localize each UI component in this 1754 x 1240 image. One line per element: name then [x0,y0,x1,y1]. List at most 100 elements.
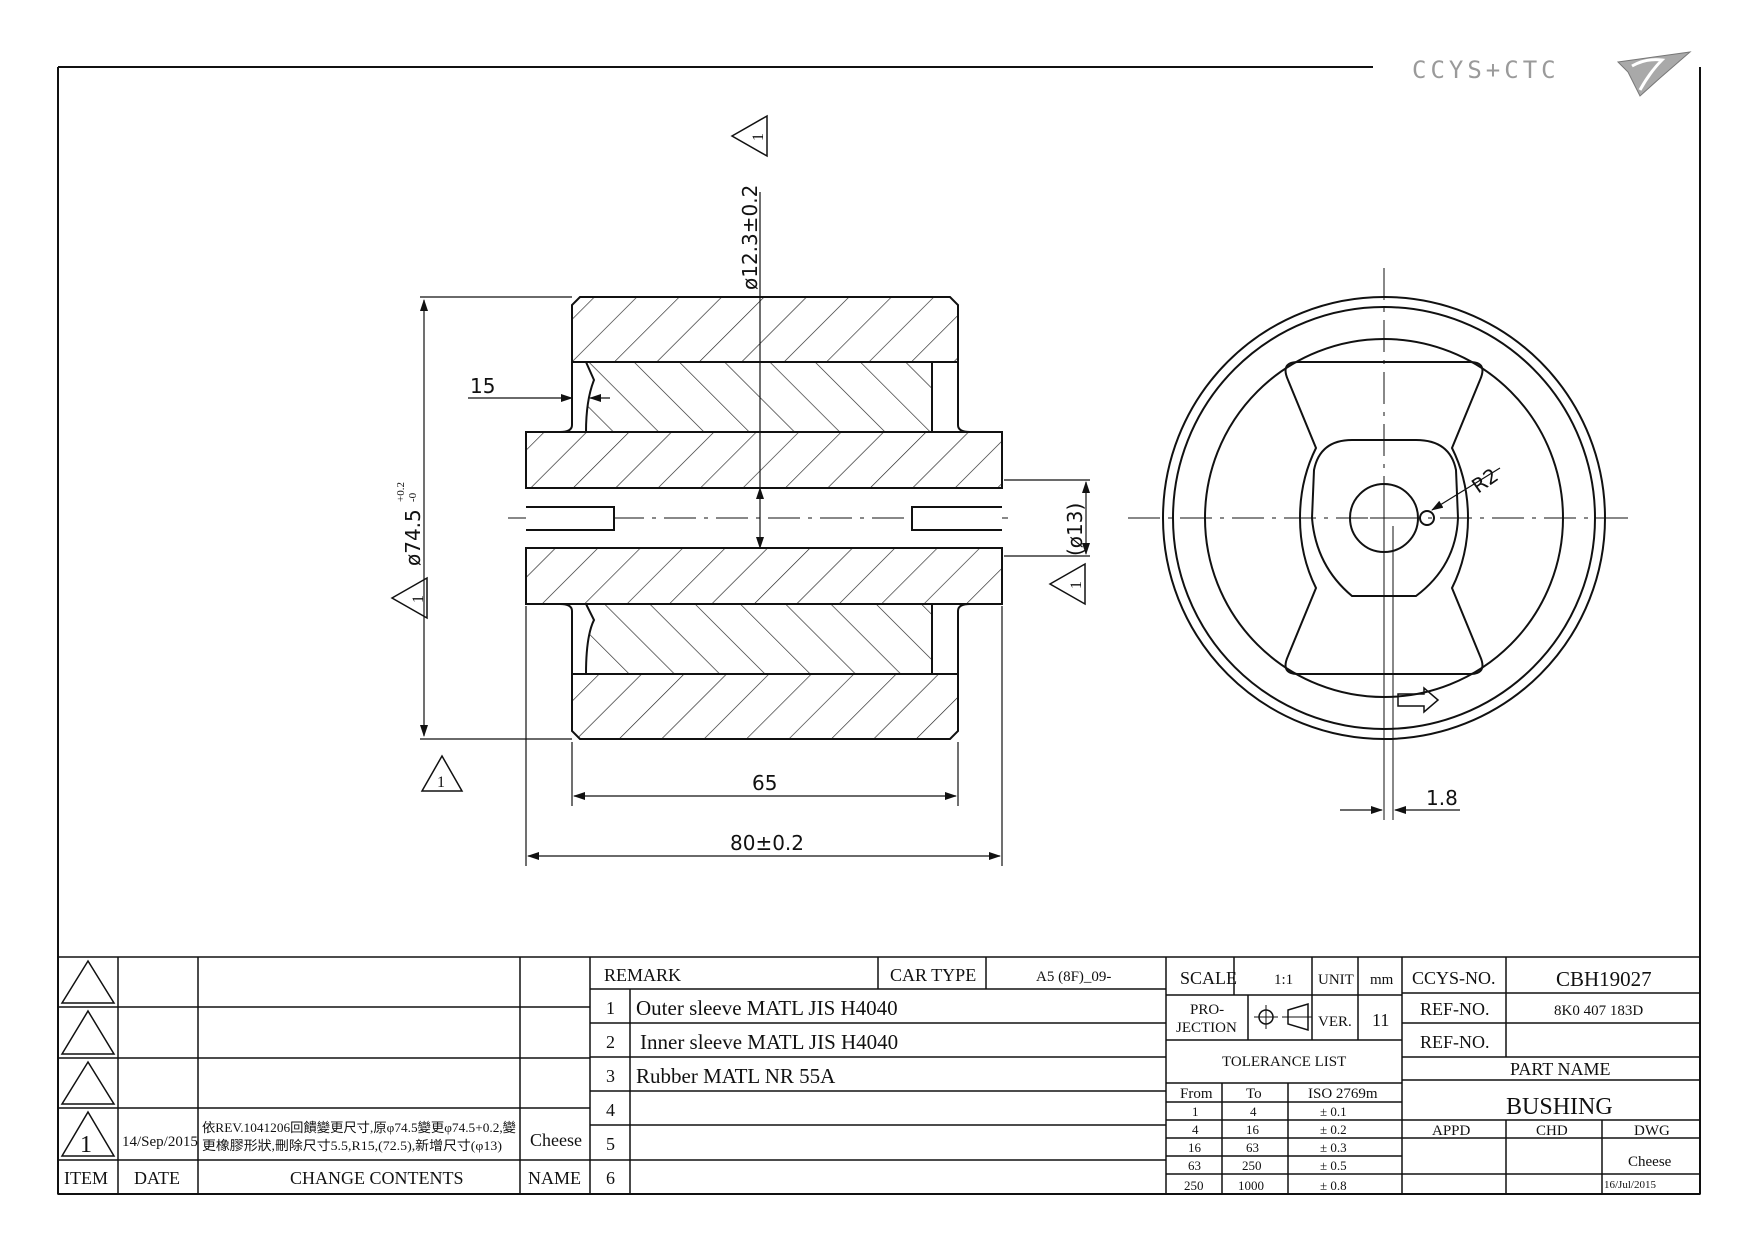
revision-slot-triangle-icon [60,1060,116,1105]
rubber-bottom [584,603,933,675]
dim-inner-bore: ø12.3±0.2 [738,185,762,290]
tol-value: ± 0.1 [1320,1104,1347,1119]
remark-no: 6 [606,1168,615,1188]
revision-triangle-icon: 1 [390,576,428,620]
svg-text:CCYS+CTC: CCYS+CTC [1412,56,1560,84]
part-name-value: BUSHING [1506,1094,1613,1120]
ver-value: 11 [1372,1010,1389,1030]
remark-text: Inner sleeve MATL JIS H4040 [640,1030,898,1054]
chd-label: CHD [1536,1123,1568,1139]
remark-no: 4 [606,1100,615,1120]
tol-from: 4 [1192,1122,1199,1137]
ref-no-value: 8K0 407 183D [1554,1003,1643,1019]
revision-item: 1 [80,1132,92,1158]
dwg-label: DWG [1634,1123,1670,1139]
tol-value: ± 0.8 [1320,1178,1347,1193]
dim-radius: R2 [1467,463,1503,498]
projection-label: PRO- [1190,1002,1224,1018]
rubber-lobes [1284,361,1484,675]
revision-content-line1: 依REV.1041206回饋變更尺寸,原φ74.5變更φ74.5+0.2,變 [202,1120,516,1135]
remark-header: REMARK [604,965,681,985]
remark-no: 2 [606,1032,615,1052]
inner-sleeve-top [525,431,1003,489]
tol-to: 4 [1250,1104,1257,1119]
tol-from: 63 [1188,1158,1201,1173]
dim-outer-dia: ø74.5 [401,509,425,566]
dim-length-total: 80±0.2 [730,831,804,855]
revision-triangle-icon: 1 [420,754,464,792]
svg-text:1: 1 [750,133,767,141]
tol-to-header: To [1246,1086,1262,1102]
ref-no-label: REF-NO. [1420,999,1490,1019]
revision-slot-triangle-icon [60,959,116,1004]
remark-no: 3 [606,1066,615,1086]
tol-to: 16 [1246,1122,1260,1137]
tolerance-title: TOLERANCE LIST [1222,1054,1346,1070]
dim-outer-dia-tol-upper: +0.2 [395,482,407,502]
tol-from-header: From [1180,1086,1213,1102]
ccys-no-value: CBH19027 [1556,967,1652,991]
header-contents: CHANGE CONTENTS [290,1168,464,1188]
dim-key-offset: 1.8 [1426,786,1458,810]
inner-sleeve-bottom [525,547,1003,605]
dim-shoulder: 15 [470,374,495,398]
scale-label: SCALE [1180,968,1237,988]
tol-to: 1000 [1238,1178,1264,1193]
svg-text:1: 1 [1068,581,1085,589]
revision-content-line2: 更橡膠形狀,刪除尺寸5.5,R15,(72.5),新增尺寸(φ13) [202,1138,502,1153]
tol-from: 250 [1184,1178,1204,1193]
section-dimension-labels: ø12.3±0.2 ø74.5 +0.2 -0 15 (ø13) 65 80±0… [395,185,1087,855]
unit-label: UNIT [1318,972,1354,988]
direction-arrow-icon [1397,686,1440,714]
section-view [508,296,1016,740]
projection-symbol-icon [1254,1002,1312,1032]
rubber-top [584,361,933,433]
remark-no: 5 [606,1134,615,1154]
dwg-date: 16/Jul/2015 [1604,1179,1656,1191]
tol-to: 63 [1246,1140,1259,1155]
svg-text:1: 1 [437,774,445,791]
tol-iso-header: ISO 2769m [1308,1086,1378,1102]
car-type-label: CAR TYPE [890,965,976,985]
remark-text: Rubber MATL NR 55A [636,1064,836,1088]
part-name-label: PART NAME [1510,1059,1610,1079]
tol-to: 250 [1242,1158,1262,1173]
section-dimensions [420,192,1090,866]
outer-sleeve-bottom [571,673,959,740]
tol-from: 16 [1188,1140,1202,1155]
header-item: ITEM [64,1168,108,1188]
dwg-name: Cheese [1628,1154,1672,1170]
end-view-labels: R2 1.8 [1426,463,1503,810]
ver-label: VER. [1318,1014,1352,1030]
dim-outer-dia-tol-lower: -0 [407,492,419,502]
outer-sleeve-top [571,296,959,363]
title-block [57,956,1701,1195]
tol-value: ± 0.5 [1320,1158,1347,1173]
part-identification: CCYS-NO. CBH19027 REF-NO. 8K0 407 183D R… [1412,967,1672,1191]
header-name: NAME [528,1168,581,1188]
revision-triangle-icon: 1 [730,114,768,158]
tol-value: ± 0.2 [1320,1122,1347,1137]
scale-and-tolerance: SCALE 1:1 UNIT mm PRO- JECTION VER. 11 T… [1176,968,1394,1193]
company-logo: CCYS+CTC [1412,51,1692,97]
svg-text:1: 1 [410,595,427,603]
remarks-table: REMARK CAR TYPE A5 (8F)_09- 1 Outer slee… [604,965,1111,1188]
remark-text: Outer sleeve MATL JIS H4040 [636,996,898,1020]
ccys-no-label: CCYS-NO. [1412,968,1496,988]
header-date: DATE [134,1168,180,1188]
dim-key-dia: (ø13) [1063,503,1087,556]
remark-no: 1 [606,998,615,1018]
revision-date: 14/Sep/2015 [122,1134,198,1150]
scale-value: 1:1 [1274,972,1293,988]
revision-slot-triangle-icon [60,1110,116,1157]
tol-value: ± 0.3 [1320,1140,1347,1155]
ref-no-label-2: REF-NO. [1420,1032,1490,1052]
car-type-value: A5 (8F)_09- [1036,969,1111,985]
revision-markers: 1 1 1 1 [390,114,1086,792]
revision-table: 1 14/Sep/2015 依REV.1041206回饋變更尺寸,原φ74.5變… [64,1120,582,1188]
unit-value: mm [1370,972,1394,988]
revision-slot-triangle-icon [60,1009,116,1055]
dim-length-outer: 65 [752,771,777,795]
revision-triangle-icon: 1 [1048,562,1086,606]
